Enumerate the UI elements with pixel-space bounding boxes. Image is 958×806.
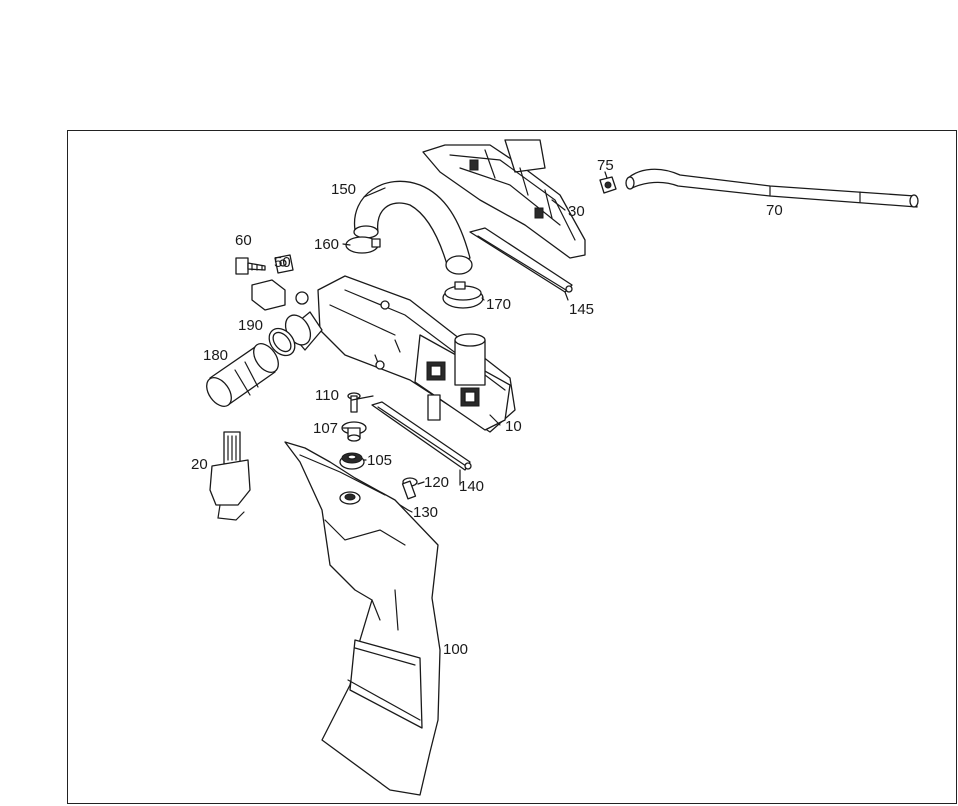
callout-120: 120 [424,474,449,491]
callout-110: 110 [315,387,339,404]
callout-75: 75 [597,157,614,174]
part-70-pipe [625,168,919,208]
callout-107: 107 [313,420,338,437]
part-30-housing-cover [422,139,586,259]
part-120-screw [401,477,418,500]
part-105-rubber-bush [339,452,365,470]
part-140-rail [371,401,472,471]
callout-150: 150 [331,181,356,198]
part-180-intake-pipe [206,343,279,407]
diagram-frame [67,130,957,804]
part-75-clamp [599,176,617,194]
part-50-sensor [251,254,309,311]
part-170-clamp [442,281,484,309]
callout-70: 70 [766,202,783,219]
part-100-lower-duct [284,441,441,796]
callout-130: 130 [413,504,438,521]
callout-labels: 10 20 30 50 60 70 75 100 105 107 110 120… [191,157,783,658]
leader-lines [342,171,608,513]
part-110-screw [347,392,361,413]
part-190-o-ring [268,327,296,357]
callout-170: 170 [486,296,511,313]
callout-20: 20 [191,456,208,473]
callout-140: 140 [459,478,484,495]
callout-100: 100 [443,641,468,658]
part-145-rail [469,227,573,293]
part-160-clamp [345,236,381,254]
part-20-sensor-housing [209,431,251,521]
callout-190: 190 [238,317,263,334]
callout-30: 30 [568,203,585,220]
callout-180: 180 [203,347,228,364]
callout-145: 145 [569,301,594,318]
part-10-main-housing [284,275,516,433]
callout-160: 160 [314,236,339,253]
part-150-hose [353,180,473,275]
callout-50: 50 [274,254,291,271]
callout-105: 105 [367,452,392,469]
callout-60: 60 [235,232,252,249]
part-60-bolt [235,257,266,275]
part-107-grommet [341,421,367,442]
callout-10: 10 [505,418,522,435]
